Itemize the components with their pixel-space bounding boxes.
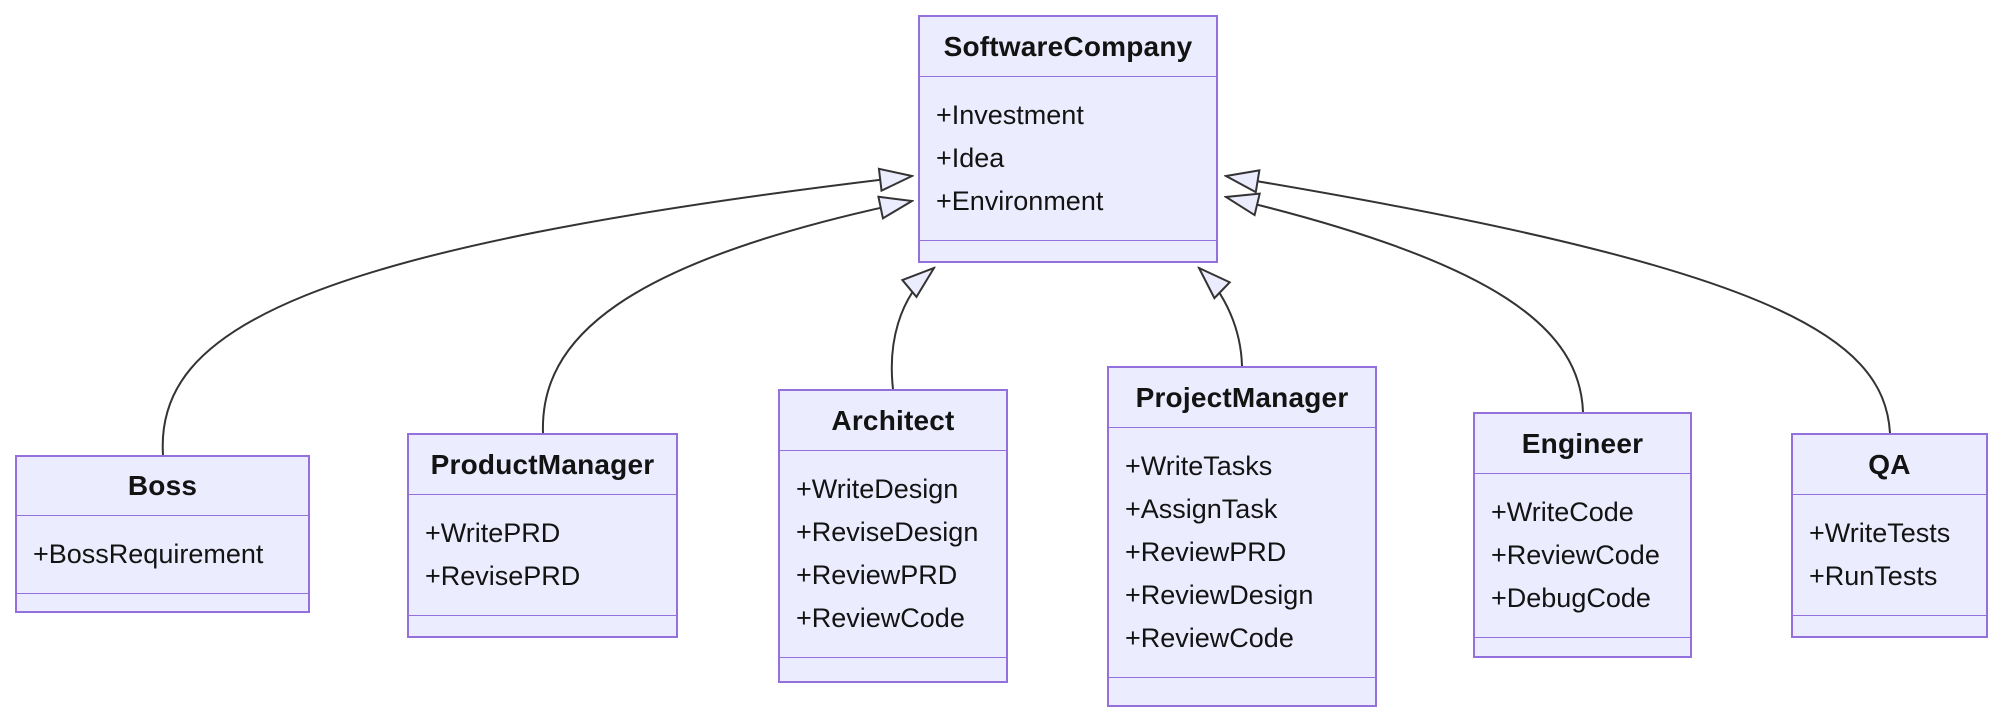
class-attribute: +AssignTask: [1125, 494, 1278, 524]
class-node-ProductManager: ProductManager +WritePRD +RevisePRD: [407, 433, 678, 638]
class-attribute: +ReviewPRD: [796, 560, 958, 590]
class-title: SoftwareCompany: [920, 17, 1216, 77]
class-attribute: +ReviewCode: [1491, 540, 1660, 570]
class-attributes: +Investment +Idea +Environment: [920, 77, 1216, 240]
class-title: QA: [1793, 435, 1986, 495]
edge-Boss-to-SoftwareCompany: [161, 176, 912, 456]
class-node-Architect: Architect +WriteDesign +ReviseDesign +Revi…: [778, 389, 1008, 683]
class-attribute: +WriteCode: [1491, 497, 1634, 527]
class-attribute: +WriteTests: [1809, 518, 1951, 548]
class-title: ProductManager: [409, 435, 676, 495]
class-attribute: +RevisePRD: [425, 561, 581, 591]
class-methods-empty-section: [920, 240, 1216, 261]
class-methods-empty-section: [1109, 677, 1375, 705]
class-methods-empty-section: [409, 615, 676, 636]
class-methods-empty-section: [780, 657, 1006, 681]
edge-Architect-to-SoftwareCompany: [890, 268, 934, 390]
class-attribute: +Idea: [936, 143, 1005, 173]
edge-ProjectManager-to-SoftwareCompany: [1199, 268, 1243, 367]
class-node-QA: QA +WriteTests +RunTests: [1791, 433, 1988, 638]
class-attribute: +ReviewCode: [1125, 623, 1294, 653]
class-node-Boss: Boss +BossRequirement: [15, 455, 310, 613]
class-attribute: +WritePRD: [425, 518, 561, 548]
class-title: Engineer: [1475, 414, 1690, 474]
class-attribute: +ReviewDesign: [1125, 580, 1314, 610]
class-attribute: +ReviewCode: [796, 603, 965, 633]
class-attribute: +Environment: [936, 186, 1104, 216]
class-methods-empty-section: [1475, 637, 1690, 656]
class-methods-empty-section: [1793, 615, 1986, 636]
class-node-ProjectManager: ProjectManager +WriteTasks +AssignTask +Re…: [1107, 366, 1377, 707]
class-title: ProjectManager: [1109, 368, 1375, 428]
class-attribute: +ReviseDesign: [796, 517, 979, 547]
edge-Engineer-to-SoftwareCompany: [1226, 197, 1584, 413]
class-attributes: +WritePRD +RevisePRD: [409, 495, 676, 615]
inheritance-edges: [161, 176, 1891, 456]
class-title: Architect: [780, 391, 1006, 451]
class-attribute: +ReviewPRD: [1125, 537, 1287, 567]
class-attributes: +WriteTasks +AssignTask +ReviewPRD +ReviewD…: [1109, 428, 1375, 677]
class-attributes: +WriteTests +RunTests: [1793, 495, 1986, 615]
class-node-Engineer: Engineer +WriteCode +ReviewCode +DebugCode: [1473, 412, 1692, 658]
class-attribute: +BossRequirement: [33, 539, 264, 569]
class-attributes: +WriteCode +ReviewCode +DebugCode: [1475, 474, 1690, 637]
class-methods-empty-section: [17, 593, 308, 611]
edge-ProductManager-to-SoftwareCompany: [541, 201, 912, 434]
class-attributes: +WriteDesign +ReviseDesign +ReviewPRD +Revi…: [780, 451, 1006, 657]
class-attributes: +BossRequirement: [17, 516, 308, 593]
class-title: Boss: [17, 457, 308, 516]
class-attribute: +RunTests: [1809, 561, 1938, 591]
class-attribute: +WriteTasks: [1125, 451, 1273, 481]
edge-QA-to-SoftwareCompany: [1226, 176, 1891, 434]
class-node-SoftwareCompany: SoftwareCompany +Investment +Idea +Environ…: [918, 15, 1218, 263]
class-attribute: +Investment: [936, 100, 1084, 130]
class-attribute: +WriteDesign: [796, 474, 959, 504]
class-attribute: +DebugCode: [1491, 583, 1651, 613]
